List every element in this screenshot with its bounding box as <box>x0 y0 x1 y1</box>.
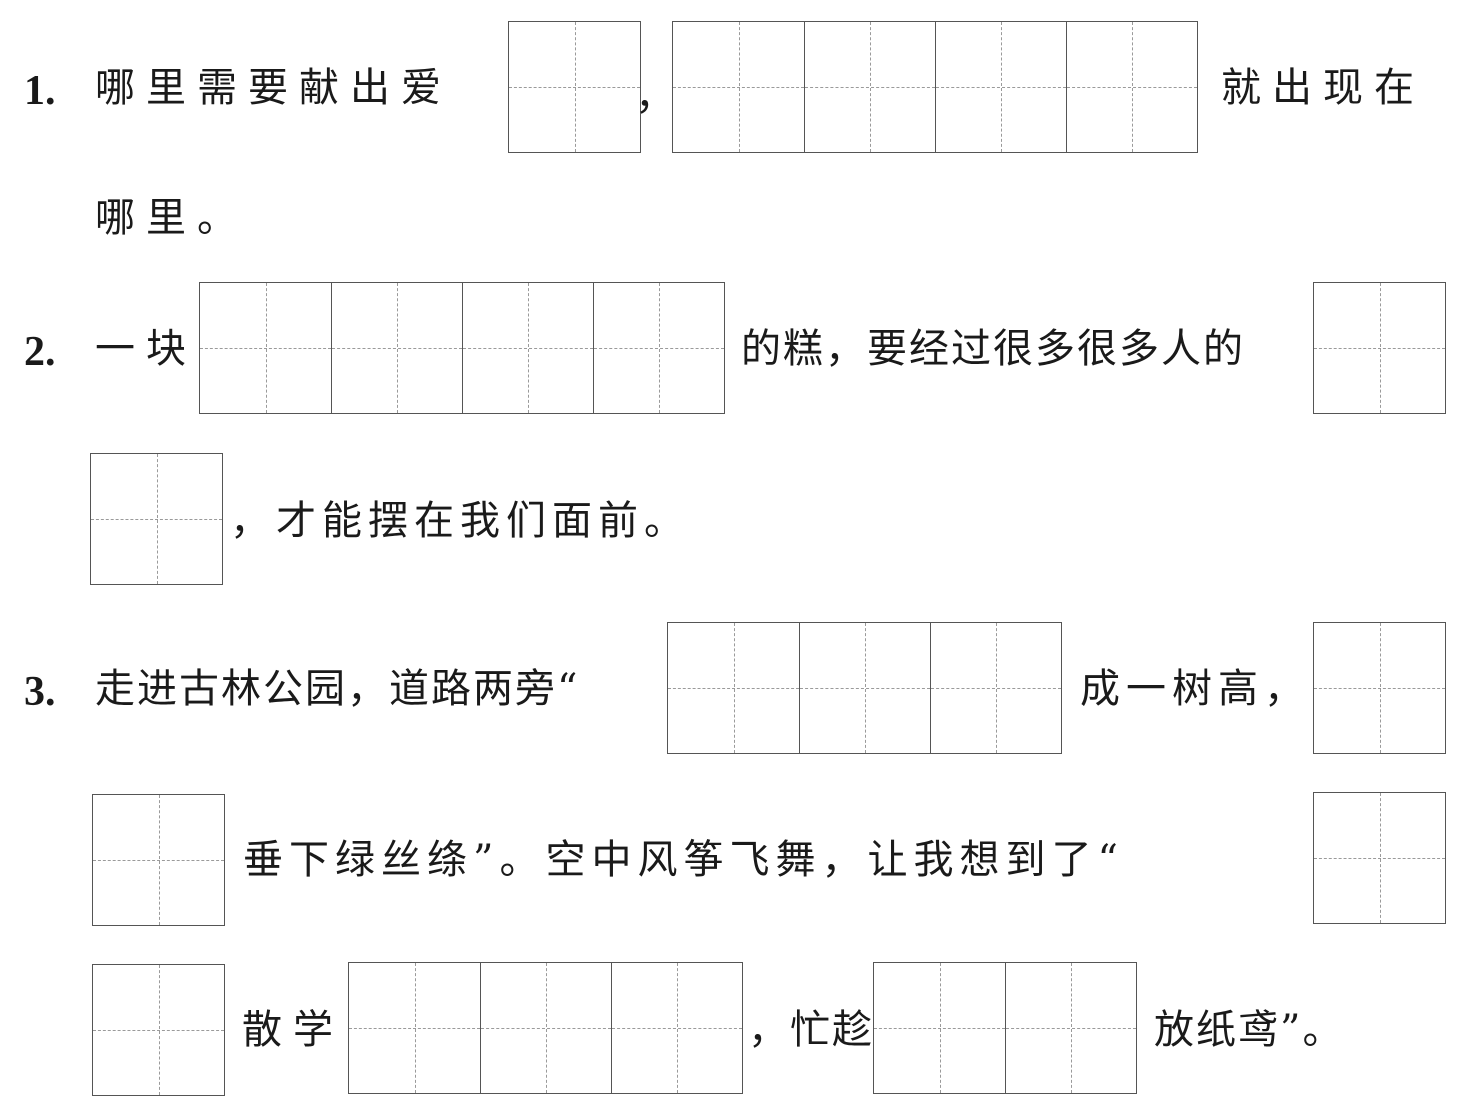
answer-cell[interactable] <box>804 22 935 152</box>
question-text: 哪里。 <box>95 195 248 241</box>
answer-cell[interactable] <box>1314 793 1445 923</box>
question-text: 就出现在 <box>1221 65 1425 111</box>
answer-cell[interactable] <box>93 795 224 925</box>
answer-cell[interactable] <box>93 965 224 1095</box>
question-number: 2. <box>24 329 56 375</box>
answer-cell[interactable] <box>1314 623 1445 753</box>
answer-box-q3-d[interactable] <box>1313 792 1446 924</box>
answer-cell[interactable] <box>349 963 480 1093</box>
question-text: 成一树高， <box>1080 666 1310 712</box>
answer-box-q2-c[interactable] <box>90 453 223 585</box>
answer-box-q1-a[interactable] <box>508 21 641 153</box>
answer-cell[interactable] <box>91 454 222 584</box>
answer-cell[interactable] <box>1066 22 1197 152</box>
answer-cell[interactable] <box>331 283 462 413</box>
answer-box-q3-g[interactable] <box>873 962 1137 1094</box>
answer-cell[interactable] <box>1005 963 1136 1093</box>
answer-cell[interactable] <box>611 963 742 1093</box>
answer-box-q1-b[interactable] <box>672 21 1198 153</box>
answer-box-q3-c[interactable] <box>92 794 225 926</box>
answer-cell[interactable] <box>673 22 804 152</box>
answer-box-q3-f[interactable] <box>348 962 743 1094</box>
question-text: 放纸鸢”。 <box>1154 1007 1345 1053</box>
answer-box-q3-e[interactable] <box>92 964 225 1096</box>
question-text: 的糕，要经过很多很多人的 <box>741 326 1245 372</box>
answer-cell[interactable] <box>1314 283 1445 413</box>
answer-box-q2-b[interactable] <box>1313 282 1446 414</box>
answer-cell[interactable] <box>874 963 1005 1093</box>
question-text: 哪里需要献出爱 <box>95 65 452 111</box>
answer-cell[interactable] <box>935 22 1066 152</box>
answer-cell[interactable] <box>668 623 799 753</box>
question-text: ，忙趁 <box>748 1007 874 1053</box>
answer-cell[interactable] <box>593 283 724 413</box>
question-text: 垂下绿丝绦”。空中风筝飞舞，让我想到了“ <box>243 837 1124 883</box>
answer-cell[interactable] <box>480 963 611 1093</box>
question-text: 走进古林公园，道路两旁“ <box>95 666 580 712</box>
answer-box-q2-a[interactable] <box>199 282 725 414</box>
answer-box-q3-a[interactable] <box>667 622 1062 754</box>
answer-cell[interactable] <box>509 22 640 152</box>
answer-cell[interactable] <box>200 283 331 413</box>
answer-cell[interactable] <box>799 623 930 753</box>
answer-box-q3-b[interactable] <box>1313 622 1446 754</box>
question-text: ， <box>635 73 686 119</box>
answer-cell[interactable] <box>930 623 1061 753</box>
answer-cell[interactable] <box>462 283 593 413</box>
question-text: ，才能摆在我们面前。 <box>230 498 690 544</box>
question-text: 散学 <box>242 1007 344 1053</box>
question-number: 1. <box>24 68 56 114</box>
question-number: 3. <box>24 669 56 715</box>
question-text: 一块 <box>95 326 197 372</box>
